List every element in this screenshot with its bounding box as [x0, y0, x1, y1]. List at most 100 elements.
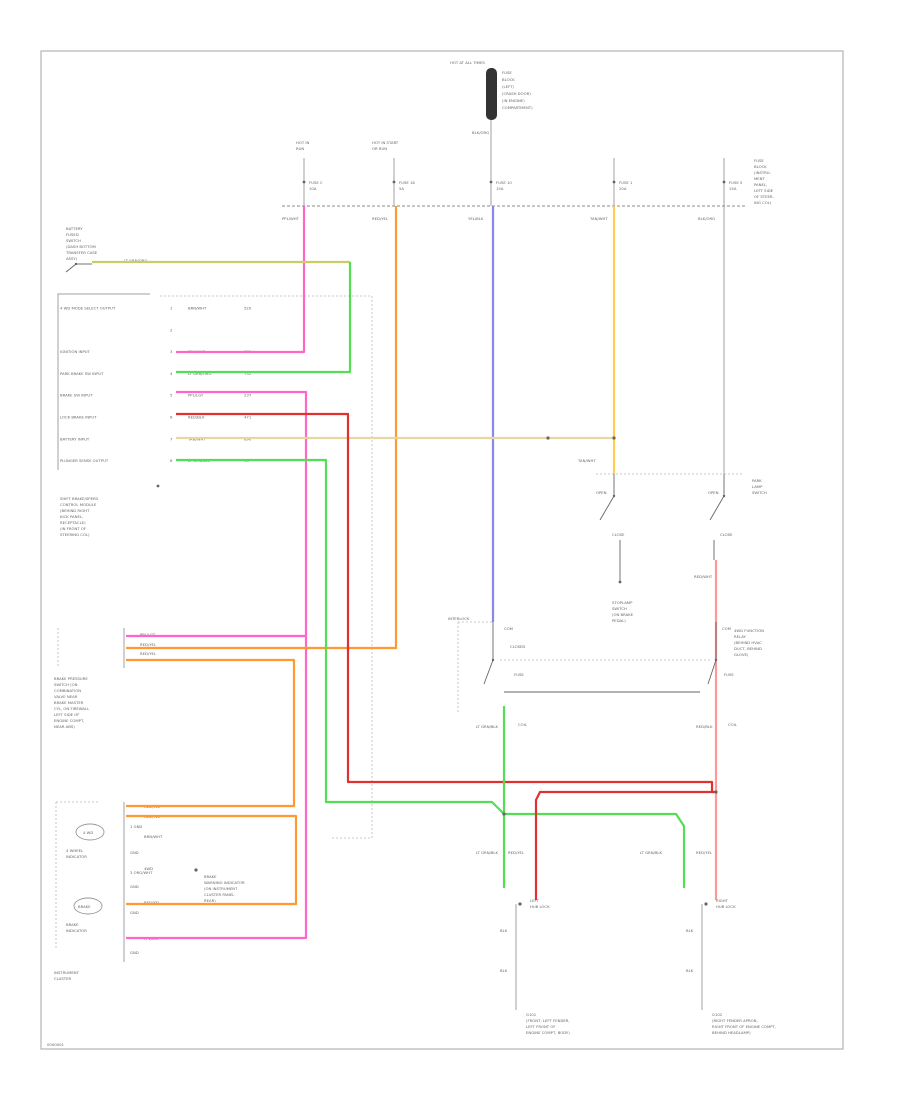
svg-text:FUSE 5: FUSE 5	[729, 180, 743, 185]
svg-text:COIL: COIL	[728, 722, 738, 727]
interlock-relay: INTERLOCK CLOSED FUSE COM COM FUSE 4WD F…	[448, 616, 764, 729]
pin-num: 3	[170, 349, 173, 354]
wire-red-yel	[126, 206, 398, 650]
svg-text:SWITCH: SWITCH	[612, 606, 627, 611]
svg-text:G101: G101	[526, 1012, 537, 1017]
module-pin-row: 2	[170, 327, 173, 332]
pin-wire: PPL/LGT	[188, 393, 204, 398]
svg-text:OPEN: OPEN	[596, 490, 607, 495]
svg-text:SWITCH: SWITCH	[752, 490, 767, 495]
pin-num: 1	[170, 306, 173, 311]
junction-dot	[546, 436, 550, 440]
pin-label: PLUNGER SENSE OUTPUT	[60, 458, 109, 463]
pin-wire: BRN/WHT	[188, 306, 207, 311]
wire-lt-grn-blk	[176, 458, 686, 888]
svg-text:(ON BRAKE: (ON BRAKE	[612, 612, 634, 617]
pin-label: PARK BRAKE SW INPUT	[60, 371, 104, 376]
wire-ppl-wht	[176, 206, 306, 354]
fuse-10: FUSE 10 15A	[489, 180, 512, 191]
svg-text:(FRONT, LEFT FENDER,: (FRONT, LEFT FENDER,	[526, 1018, 570, 1023]
svg-text:CYL, ON FIREWALL: CYL, ON FIREWALL	[54, 706, 90, 711]
svg-text:LEFT: LEFT	[530, 898, 540, 903]
svg-text:10A: 10A	[309, 186, 317, 191]
svg-text:ENGINE COMPT, BODY): ENGINE COMPT, BODY)	[526, 1030, 570, 1035]
svg-text:PANEL,: PANEL,	[754, 182, 767, 187]
svg-text:RELAY: RELAY	[734, 634, 747, 639]
svg-text:WARNING INDICATOR: WARNING INDICATOR	[204, 880, 245, 885]
svg-text:LEFT SIDE: LEFT SIDE	[754, 188, 774, 193]
svg-text:(IN FRONT OF: (IN FRONT OF	[60, 526, 86, 531]
svg-text:LT GRN/BLK: LT GRN/BLK	[476, 850, 499, 855]
junction-dot	[714, 790, 718, 794]
wire-label-yel-blk: YEL/BLK	[468, 216, 484, 221]
svg-text:COIL: COIL	[518, 722, 528, 727]
cluster-label: INSTRUMENT	[54, 970, 80, 975]
svg-text:RIGHT FRONT OF ENGINE COMPT,: RIGHT FRONT OF ENGINE COMPT,	[712, 1024, 776, 1029]
relay2-label: 4WD FUNCTION RELAY (BEHIND HVAC DUCT, BE…	[734, 628, 764, 657]
svg-text:LEFT FRONT OF: LEFT FRONT OF	[526, 1024, 556, 1029]
wire-label-red-yel: RED/YEL	[372, 216, 389, 221]
junction-dot	[502, 812, 506, 816]
svg-text:BEHIND HEADLAMP): BEHIND HEADLAMP)	[712, 1030, 751, 1035]
svg-text:CONTROL MODULE: CONTROL MODULE	[60, 502, 97, 507]
svg-text:ENGINE COMPT,: ENGINE COMPT,	[54, 718, 84, 723]
svg-text:BLK: BLK	[686, 968, 694, 973]
svg-text:4WD: 4WD	[144, 866, 153, 871]
svg-text:FUSE 10: FUSE 10	[496, 180, 512, 185]
svg-text:FUSE 18: FUSE 18	[399, 180, 415, 185]
right-hub-lock: LT GRN/BLK RED/YEL RIGHT HUB LOCK BLK BL…	[640, 850, 776, 1035]
svg-text:FUSE 1: FUSE 1	[619, 180, 633, 185]
diagram-frame	[40, 50, 844, 1050]
fuse-box-top: BLK/ORG HOT AT ALL TIMES FUSE BLOCK (LEF…	[450, 60, 533, 140]
svg-text:BLK: BLK	[500, 968, 508, 973]
svg-text:BLK: BLK	[500, 928, 508, 933]
svg-text:(LEFT): (LEFT)	[502, 84, 514, 89]
svg-text:3 ORG/WHT: 3 ORG/WHT	[130, 870, 153, 875]
pin-label: BATTERY INPUT	[60, 436, 90, 441]
lamp-4wd: 4 WD 4 WHEEL INDICATOR	[66, 823, 105, 859]
svg-text:HUB LOCK: HUB LOCK	[530, 904, 550, 909]
svg-text:GND: GND	[130, 950, 139, 955]
pin-num: 8	[170, 458, 173, 463]
brake-switch-label: BRAKE PRESSURE SWITCH (ON COMBINATION VA…	[54, 676, 90, 729]
svg-text:(BEHIND RIGHT: (BEHIND RIGHT	[60, 508, 90, 513]
svg-text:RED/YEL: RED/YEL	[140, 651, 157, 656]
svg-text:BRAKE PRESSURE: BRAKE PRESSURE	[54, 676, 88, 681]
shift-control-module: SHIFT BRAKE/SPEED CONTROL MODULE (BEHIND…	[57, 293, 373, 839]
fuse-c: FUSE C 10A	[302, 180, 323, 191]
pin-circ: 237	[244, 393, 252, 398]
module-label: SHIFT BRAKE/SPEED CONTROL MODULE (BEHIND…	[60, 496, 98, 537]
svg-text:RIGHT: RIGHT	[716, 898, 729, 903]
pin-wire: RED/BLK	[188, 415, 205, 420]
svg-text:(IN ENGINE): (IN ENGINE)	[502, 98, 525, 103]
svg-text:(INSTRU-: (INSTRU-	[754, 170, 772, 175]
pin-wire: LT GRN/ORG	[188, 371, 211, 376]
svg-text:FUSE C: FUSE C	[309, 180, 323, 185]
svg-text:LT GRN/ORG: LT GRN/ORG	[124, 258, 147, 263]
image-id: 0000001	[47, 1042, 64, 1047]
svg-text:BLK/ORG: BLK/ORG	[472, 130, 489, 135]
park-lamp-switch: TAN/WHT PARK LAMP SWITCH OPEN CLOSE OPEN…	[577, 206, 767, 623]
cluster-rows: 1 GND BRN/WHT GND 4WD 3 ORG/WHT GND RED/…	[130, 824, 163, 955]
wire-ppl-lgt	[126, 390, 308, 940]
svg-text:TAN/WHT: TAN/WHT	[577, 458, 596, 463]
svg-text:GLOVE): GLOVE)	[734, 652, 749, 657]
svg-text:GND: GND	[130, 850, 139, 855]
fuse-5: FUSE 5 15A	[722, 180, 743, 191]
pin-num: 4	[170, 371, 173, 376]
brake-pressure-switch: PPL/LGT RED/YEL RED/YEL BRAKE PRESSURE S…	[54, 628, 157, 729]
wires	[92, 206, 718, 940]
pin-label: LOCK BRAKE INPUT	[60, 415, 97, 420]
svg-text:FUSE: FUSE	[724, 672, 734, 677]
svg-text:G102: G102	[712, 1012, 723, 1017]
svg-text:GND: GND	[130, 910, 139, 915]
source-hot-in-start: HOT IN START OR RUN	[372, 140, 399, 151]
svg-text:CLOSE: CLOSE	[720, 532, 733, 537]
svg-text:SHIFT BRAKE/SPEED: SHIFT BRAKE/SPEED	[60, 496, 98, 501]
svg-text:PPL/LGT: PPL/LGT	[140, 632, 156, 637]
svg-text:REAR): REAR)	[204, 898, 216, 903]
